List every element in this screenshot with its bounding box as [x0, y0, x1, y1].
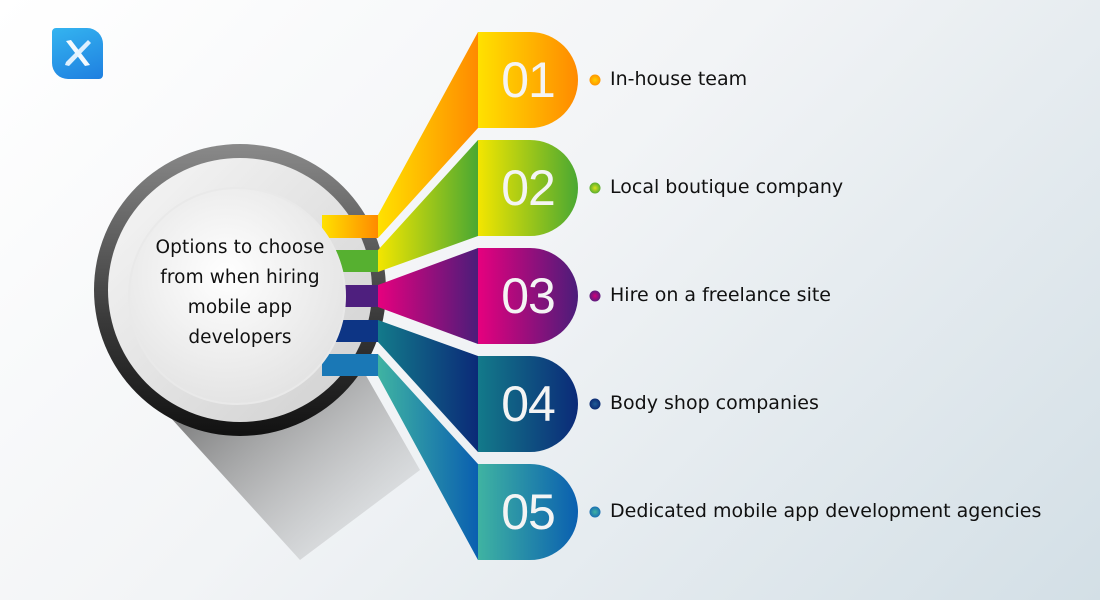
bullet-03: [589, 290, 601, 302]
center-title-line: developers: [188, 327, 292, 348]
option-number-01: 01: [501, 52, 556, 108]
tab-03: [478, 248, 578, 344]
option-label-03: Hire on a freelance site: [610, 284, 831, 306]
tab-04: [478, 356, 578, 452]
brand-logo: [52, 28, 103, 79]
bullet-01: [589, 74, 601, 86]
tab-02: [478, 140, 578, 236]
center-title-line: mobile app: [187, 297, 293, 318]
center-disc: [128, 187, 346, 405]
bullet-02: [589, 182, 601, 194]
bullet-04: [589, 398, 601, 410]
tab-05: [478, 464, 578, 560]
fan-05: [378, 354, 478, 560]
center-title-line: from when hiring: [160, 267, 320, 288]
fan-01: [378, 32, 478, 238]
option-number-04: 04: [501, 376, 556, 432]
option-label-04: Body shop companies: [610, 392, 819, 414]
option-number-02: 02: [501, 160, 556, 216]
tab-01: [478, 32, 578, 128]
option-number-03: 03: [501, 268, 556, 324]
x-logo-icon: [65, 40, 91, 66]
center-title: Options to choose from when hiring mobil…: [142, 233, 338, 353]
bullet-05: [589, 506, 601, 518]
option-label-02: Local boutique company: [610, 176, 844, 198]
fan-02: [378, 140, 478, 272]
option-number-05: 05: [501, 484, 556, 540]
fan-03: [378, 248, 478, 344]
fan-04: [378, 320, 478, 452]
center-title-line: Options to choose: [155, 237, 325, 258]
option-label-05: Dedicated mobile app development agencie…: [610, 500, 1042, 522]
option-label-01: In-house team: [610, 68, 748, 90]
stub-01: [322, 215, 378, 238]
stub-05: [322, 354, 378, 376]
